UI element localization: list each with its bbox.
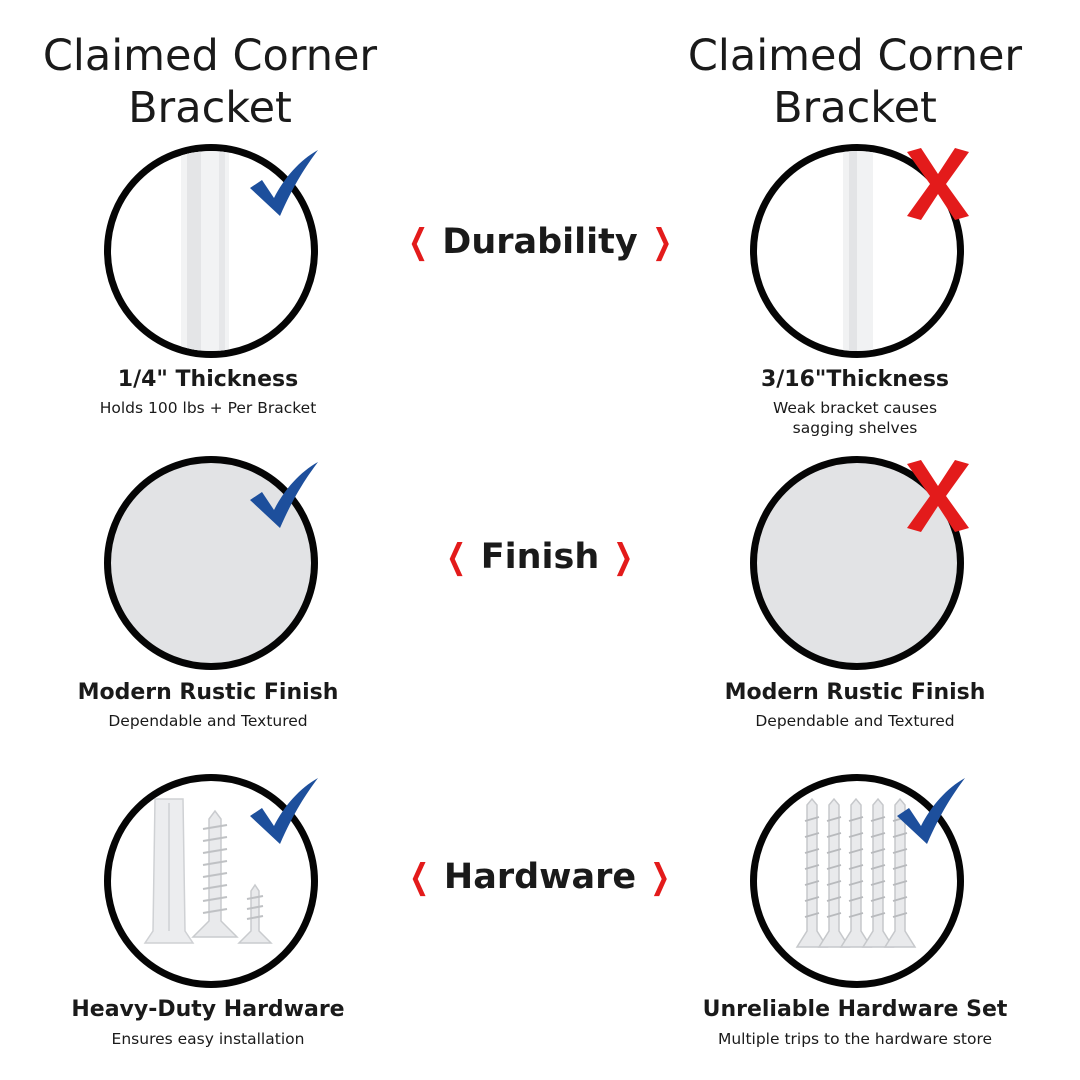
category-finish: ❮ Finish ❯ [340,537,740,577]
left-hardware-title: Heavy-Duty Hardware [71,997,345,1022]
category-label: Finish [480,537,600,577]
right-hardware-image [750,774,964,988]
right-durability-subtitle-line2: sagging shelves [792,419,918,437]
right-finish-subtitle: Dependable and Textured [755,712,955,730]
left-durability-image [104,144,318,358]
right-durability-subtitle-line1: Weak bracket causes [772,399,938,417]
chevron-left-icon: ❮ [446,537,467,577]
check-icon [250,150,318,216]
right-durability-title: 3/16"Thickness [760,367,950,392]
left-finish-subtitle: Dependable and Textured [108,712,308,730]
chevron-right-icon: ❯ [650,857,671,897]
right-column-title: Claimed Corner Bracket [687,31,1023,133]
chevron-right-icon: ❯ [651,222,672,262]
x-icon [907,148,969,220]
left-finish-title: Modern Rustic Finish [77,680,339,705]
left-hardware-subtitle: Ensures easy installation [111,1030,305,1048]
category-label: Hardware [443,857,637,897]
left-durability-title: 1/4" Thickness [117,367,299,392]
check-icon [897,778,965,844]
chevron-right-icon: ❯ [613,537,634,577]
check-icon [250,778,318,844]
left-hardware-image [104,774,318,988]
category-durability: ❮ Durability ❯ [340,222,740,262]
x-icon [907,460,969,532]
left-durability-subtitle: Holds 100 lbs + Per Bracket [99,399,317,417]
chevron-left-icon: ❮ [409,857,430,897]
chevron-left-icon: ❮ [408,222,428,262]
right-durability-image [750,144,964,358]
check-icon [250,462,318,528]
category-hardware: ❮ Hardware ❯ [340,857,740,897]
right-hardware-subtitle: Multiple trips to the hardware store [717,1030,993,1048]
right-finish-title: Modern Rustic Finish [724,680,986,705]
right-hardware-title: Unreliable Hardware Set [702,997,1008,1022]
left-finish-image [104,456,318,670]
category-label: Durability [442,222,638,262]
left-column-title: Claimed Corner Bracket [42,31,378,133]
